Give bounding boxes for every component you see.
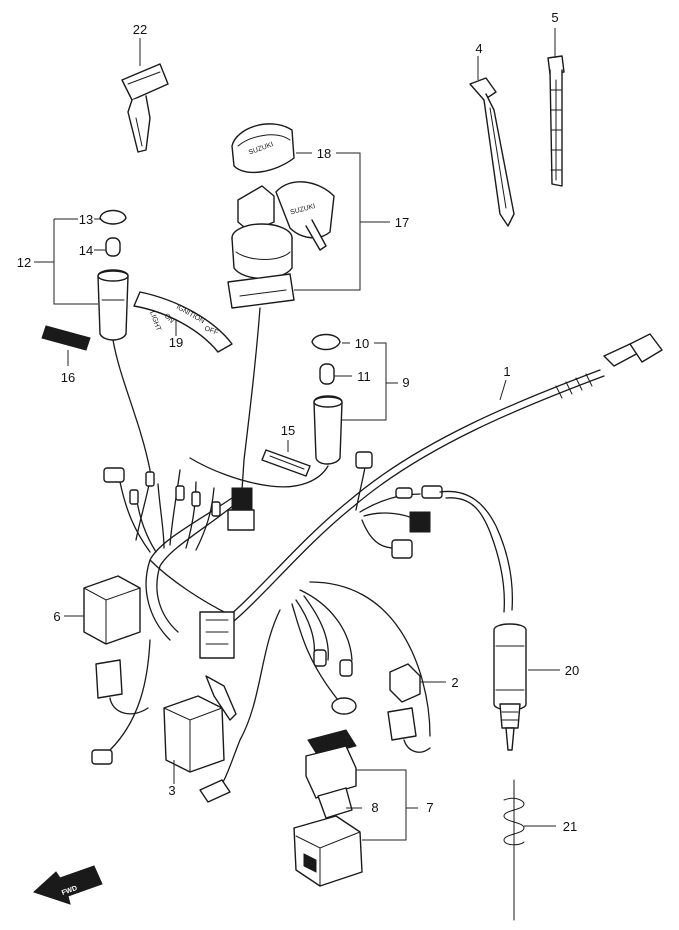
leader-lines bbox=[34, 28, 560, 841]
part-cable-tie-5 bbox=[547, 55, 565, 187]
part-cable-tie-4 bbox=[469, 77, 515, 227]
part-plug-cap bbox=[493, 623, 527, 751]
callout-4: 4 bbox=[475, 41, 482, 56]
callout-14: 14 bbox=[79, 243, 93, 258]
callout-13: 13 bbox=[79, 212, 93, 227]
part-fuse-box bbox=[293, 729, 363, 887]
callout-1: 1 bbox=[503, 364, 510, 379]
callout-17: 17 bbox=[395, 215, 409, 230]
part-main-harness bbox=[91, 307, 663, 803]
callout-11: 11 bbox=[357, 369, 371, 384]
callout-21: 21 bbox=[563, 819, 577, 834]
part-spring bbox=[503, 779, 525, 921]
part-indicator-lamp-center bbox=[311, 333, 343, 465]
callout-10: 10 bbox=[355, 336, 369, 351]
callout-7: 7 bbox=[426, 800, 433, 815]
callout-19: 19 bbox=[169, 335, 183, 350]
callout-16: 16 bbox=[61, 370, 75, 385]
part-starter-relay bbox=[387, 663, 431, 753]
part-key bbox=[121, 63, 169, 153]
fwd-arrow: FWD bbox=[33, 865, 103, 905]
callout-12: 12 bbox=[17, 255, 31, 270]
part-decal-strip bbox=[261, 449, 311, 477]
part-ignition-switch: SUZUKI bbox=[227, 181, 335, 309]
callout-9: 9 bbox=[402, 375, 409, 390]
decal-off: OFF bbox=[203, 325, 219, 336]
callout-labels: 1 2 3 4 5 6 7 8 9 10 11 12 13 14 15 16 1… bbox=[17, 10, 579, 834]
part-cdi-unit bbox=[163, 695, 225, 773]
callout-18: 18 bbox=[317, 146, 331, 161]
callout-20: 20 bbox=[565, 663, 579, 678]
callout-3: 3 bbox=[168, 783, 175, 798]
callout-15: 15 bbox=[281, 423, 295, 438]
callout-5: 5 bbox=[551, 10, 558, 25]
callout-2: 2 bbox=[451, 675, 458, 690]
callout-8: 8 bbox=[371, 800, 378, 815]
callout-6: 6 bbox=[53, 609, 60, 624]
callout-22: 22 bbox=[133, 22, 147, 37]
part-indicator-lamp-left bbox=[97, 209, 129, 341]
part-relay-6 bbox=[83, 575, 149, 715]
part-small-decal bbox=[41, 325, 91, 351]
part-switch-cap: SUZUKI bbox=[231, 123, 295, 174]
